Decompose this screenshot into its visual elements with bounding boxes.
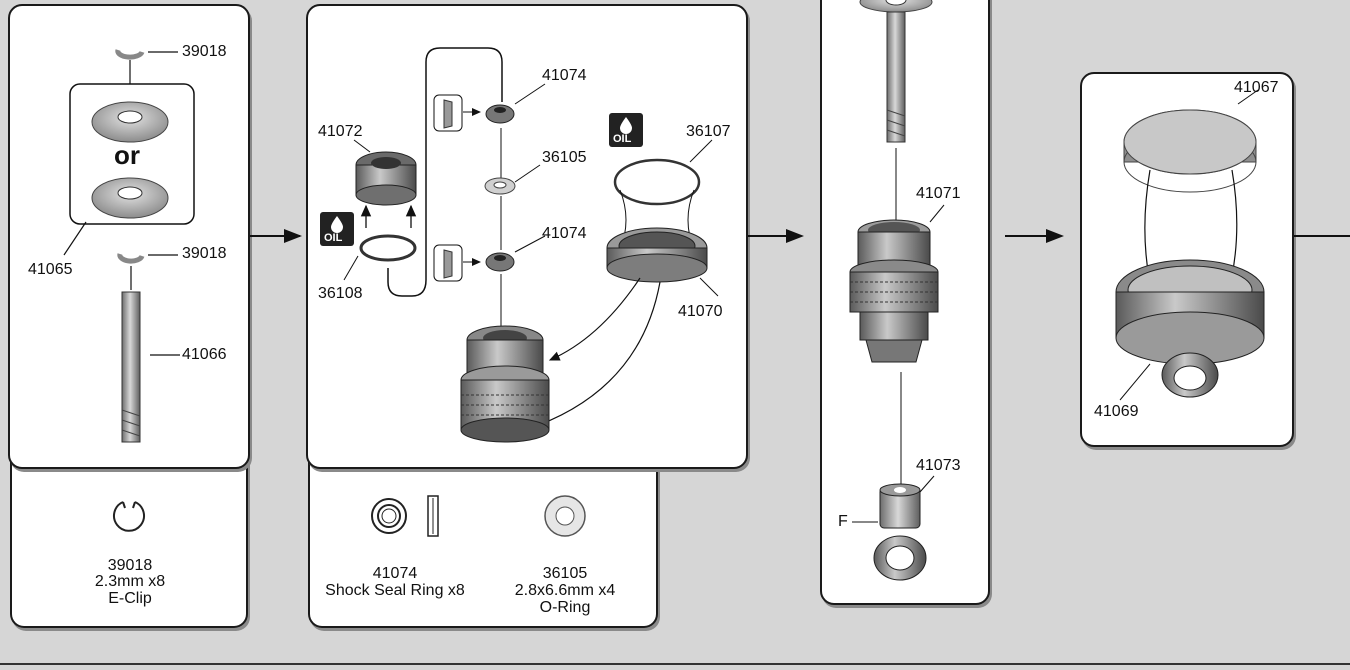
- callout-36105: 36105: [542, 149, 587, 166]
- oil-badge-label: OIL: [613, 133, 632, 145]
- callout-41071: 41071: [916, 185, 961, 202]
- oil-drop-icon: [320, 212, 354, 246]
- callout-39018-bottom: 39018: [182, 245, 227, 262]
- tray2-item2-name: O-Ring: [539, 599, 591, 616]
- tray2-item2-part-number: 36105: [542, 565, 588, 582]
- parts-tray-2: [308, 440, 658, 628]
- callout-41074-top: 41074: [542, 67, 587, 84]
- callout-39018-top: 39018: [182, 43, 227, 60]
- callout-F: F: [838, 513, 848, 530]
- or-label: or: [114, 140, 140, 170]
- arrow-right-icon: [250, 229, 302, 243]
- panel1-parts: [63, 49, 195, 443]
- callout-41069: 41069: [1094, 403, 1139, 420]
- callout-41066: 41066: [182, 346, 227, 363]
- e-clip-icon: [113, 501, 145, 532]
- tray2-item2-desc: 2.8x6.6mm x4: [514, 582, 616, 599]
- tray2-item1-desc: Shock Seal Ring x8: [325, 582, 465, 599]
- page-bottom-rule: [0, 663, 1350, 665]
- o-ring-icon: [544, 495, 586, 537]
- tray1-part-number: 39018: [107, 557, 153, 574]
- oil-drop-icon: [609, 113, 643, 147]
- callout-41067: 41067: [1234, 79, 1279, 96]
- panel3-parts: [849, 0, 945, 581]
- arrow-right-icon: [748, 229, 804, 243]
- oil-badge-label: OIL: [324, 232, 343, 244]
- callout-41073: 41073: [916, 457, 961, 474]
- callout-41070: 41070: [678, 303, 723, 320]
- tray2-item1-part-number: 41074: [372, 565, 418, 582]
- panel2-parts: [320, 47, 719, 537]
- callout-41074-bottom: 41074: [542, 225, 587, 242]
- callout-36108: 36108: [318, 285, 363, 302]
- callout-41065: 41065: [28, 261, 73, 278]
- tray1-size-qty: 2.3mm x8: [94, 573, 166, 590]
- seal-ring-icon: [371, 495, 439, 537]
- tray1-name: E-Clip: [108, 590, 152, 607]
- panel4-parts: [1115, 89, 1265, 401]
- arrow-right-icon: [1005, 229, 1064, 243]
- callout-36107: 36107: [686, 123, 731, 140]
- callout-41072: 41072: [318, 123, 363, 140]
